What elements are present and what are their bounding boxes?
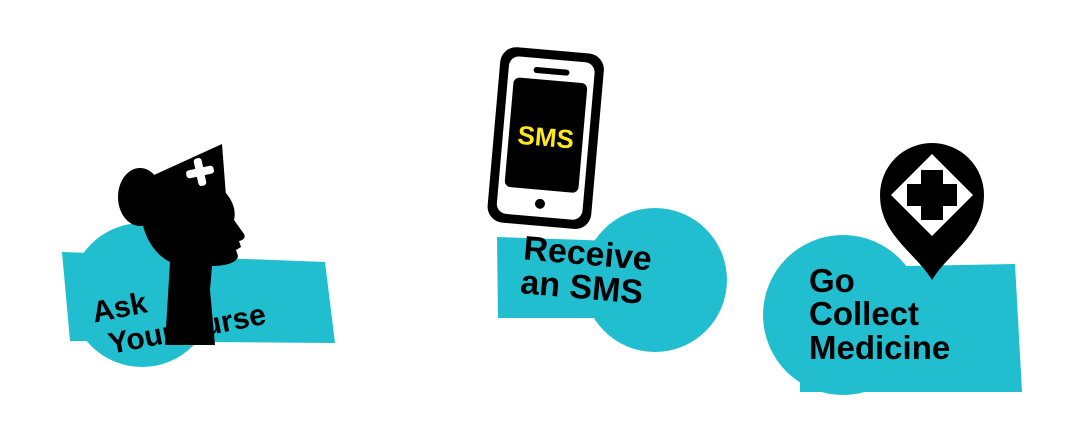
pharmacy-map-pin-icon bbox=[880, 143, 984, 280]
step3-label-line3: Medicine bbox=[809, 329, 950, 366]
step-go-collect-medicine: Go Collect Medicine bbox=[763, 143, 1022, 395]
phone-speaker bbox=[533, 67, 570, 76]
nurse-head-icon bbox=[118, 144, 245, 345]
step-ask-your-nurse: Ask Your Nurse bbox=[62, 144, 335, 367]
badge-banner bbox=[800, 264, 1022, 392]
step3-label-line1: Go bbox=[809, 262, 855, 299]
sms-screen-label: SMS bbox=[516, 120, 575, 155]
step3-label-line2: Collect bbox=[809, 295, 919, 332]
badge-banner bbox=[497, 237, 700, 318]
phone-screen bbox=[504, 77, 588, 193]
cap-cross-icon bbox=[186, 158, 214, 186]
phone-home-button bbox=[534, 198, 545, 209]
step-receive-sms: SMS Receive an SMS bbox=[487, 47, 727, 352]
medical-cross-icon bbox=[907, 170, 957, 220]
mobile-phone-icon: SMS bbox=[487, 47, 604, 229]
